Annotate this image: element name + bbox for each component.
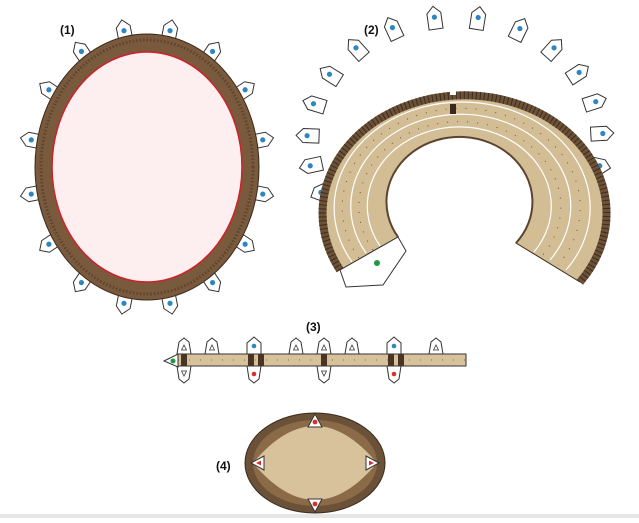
tab-blue-dot-icon bbox=[121, 28, 127, 34]
triangle-marker-icon bbox=[365, 455, 381, 471]
triangle-marker-icon bbox=[176, 337, 192, 355]
tab-blue-dot-icon bbox=[391, 343, 397, 349]
tab-blue-dot-icon bbox=[46, 241, 52, 247]
glue-tab bbox=[540, 39, 563, 63]
part-1-seat-rows bbox=[39, 38, 255, 296]
tab-blue-dot-icon bbox=[78, 279, 85, 286]
triangle-marker-icon bbox=[344, 337, 360, 355]
gate-block bbox=[321, 354, 327, 366]
tab-blue-dot-icon bbox=[242, 241, 248, 247]
tab-blue-dot-icon bbox=[260, 137, 266, 143]
part-4-sand bbox=[253, 426, 377, 500]
gate-block bbox=[258, 354, 264, 366]
tab-blue-dot-icon bbox=[209, 48, 216, 55]
tab-green-dot-icon bbox=[374, 260, 380, 266]
part-3-gate-blocks bbox=[181, 354, 404, 366]
glue-tab bbox=[426, 5, 444, 31]
part-2-outer-wall bbox=[318, 91, 611, 285]
tab-green-dot-icon bbox=[170, 358, 176, 364]
tab-blue-dot-icon bbox=[353, 45, 359, 51]
part-2-horseshoe bbox=[295, 5, 615, 288]
gate-block bbox=[248, 354, 254, 366]
glue-tab bbox=[176, 365, 192, 384]
tab-blue-dot-icon bbox=[389, 25, 396, 31]
label-part-2: (2) bbox=[364, 23, 379, 37]
part-4-markers bbox=[249, 412, 381, 514]
part-2-tier-line-3 bbox=[366, 126, 552, 253]
glue-tab bbox=[246, 365, 262, 384]
tab-blue-dot-icon bbox=[310, 101, 317, 107]
glue-tab bbox=[386, 365, 402, 384]
tab-blue-dot-icon bbox=[304, 133, 310, 139]
tab-blue-dot-icon bbox=[517, 25, 523, 32]
tab-blue-dot-icon bbox=[251, 343, 257, 349]
tab-blue-dot-icon bbox=[260, 191, 266, 197]
glue-tab bbox=[298, 155, 325, 174]
glue-tab bbox=[468, 5, 487, 32]
tab-blue-dot-icon bbox=[475, 14, 481, 21]
triangle-marker-icon bbox=[316, 337, 332, 355]
glue-tab bbox=[383, 17, 405, 43]
glue-tab bbox=[581, 93, 607, 113]
part-2-gate-inner bbox=[450, 104, 456, 114]
tab-blue-dot-icon bbox=[431, 14, 438, 20]
label-part-1: (1) bbox=[60, 23, 75, 37]
gate-block bbox=[181, 354, 187, 366]
part-1-ring bbox=[19, 19, 275, 315]
glue-tab bbox=[386, 336, 402, 355]
triangle-marker-icon bbox=[288, 337, 304, 355]
label-part-3: (3) bbox=[306, 320, 321, 334]
part-2-gate-top bbox=[450, 88, 456, 95]
part-2-tier-line-2 bbox=[350, 113, 572, 261]
tab-blue-dot-icon bbox=[600, 130, 606, 137]
glue-tab bbox=[564, 63, 589, 86]
part-2-end-flap bbox=[339, 236, 407, 288]
triangle-marker-icon bbox=[204, 337, 220, 355]
part-4-arena-floor bbox=[244, 412, 386, 514]
tab-blue-dot-icon bbox=[326, 71, 333, 77]
glue-tab bbox=[319, 65, 345, 88]
part-1-arena-opening bbox=[51, 51, 243, 283]
tab-blue-dot-icon bbox=[121, 300, 127, 306]
part-2-stands bbox=[322, 94, 608, 283]
part-3-strip bbox=[162, 336, 467, 384]
glue-tab bbox=[302, 95, 328, 115]
glue-tab bbox=[347, 39, 370, 63]
tab-blue-dot-icon bbox=[167, 300, 173, 306]
glue-tab bbox=[589, 125, 615, 142]
tab-blue-dot-icon bbox=[46, 87, 52, 93]
tab-red-dot-icon bbox=[391, 371, 397, 377]
glue-tab bbox=[316, 365, 332, 384]
glue-tab bbox=[507, 18, 529, 44]
part-2-tier-line-1 bbox=[333, 101, 591, 271]
tab-red-dot-icon bbox=[251, 371, 257, 377]
tab-blue-dot-icon bbox=[551, 45, 557, 51]
tab-blue-dot-icon bbox=[209, 279, 216, 286]
tab-blue-dot-icon bbox=[167, 28, 173, 34]
glue-tab bbox=[295, 128, 320, 144]
gate-block bbox=[388, 354, 394, 366]
tab-blue-dot-icon bbox=[576, 69, 582, 76]
tab-blue-dot-icon bbox=[78, 48, 85, 55]
tab-blue-dot-icon bbox=[28, 191, 34, 197]
part-3-tabs bbox=[176, 336, 444, 384]
tab-blue-dot-icon bbox=[242, 87, 248, 93]
tab-blue-dot-icon bbox=[593, 99, 599, 105]
page-bottom-edge bbox=[0, 514, 639, 518]
gate-block bbox=[398, 354, 404, 366]
tab-blue-dot-icon bbox=[28, 137, 34, 143]
part-2-inner-wall bbox=[385, 135, 534, 244]
glue-tab bbox=[246, 336, 262, 355]
tab-red-dot-icon bbox=[307, 412, 323, 428]
tab-blue-dot-icon bbox=[307, 163, 313, 169]
part-2-tier-seats-1 bbox=[341, 107, 581, 266]
label-part-4: (4) bbox=[216, 459, 231, 473]
tab-red-dot-icon bbox=[307, 498, 323, 514]
triangle-marker-icon bbox=[249, 455, 265, 471]
triangle-marker-icon bbox=[428, 337, 444, 355]
